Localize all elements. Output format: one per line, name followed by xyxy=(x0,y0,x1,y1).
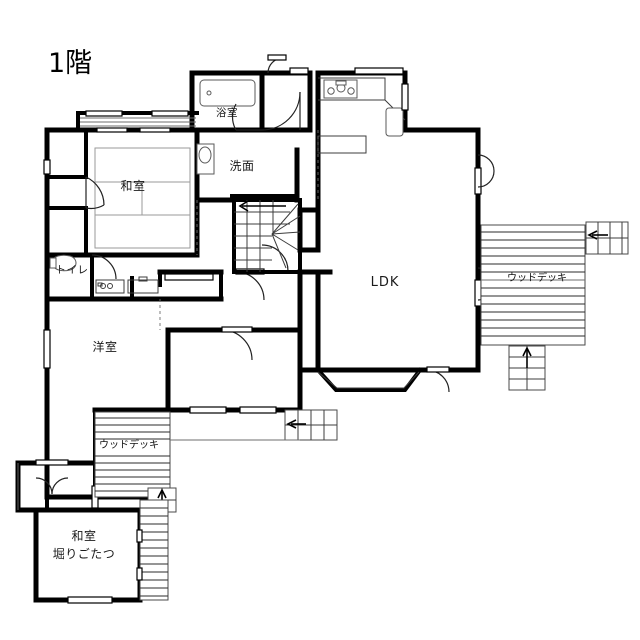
window-kitchen-east xyxy=(401,83,409,111)
door-yoshitsu-swing xyxy=(221,329,253,361)
room-label-washroom: 洗面 xyxy=(229,159,254,173)
door-sw-swing xyxy=(35,477,53,495)
steps-east-upper xyxy=(585,221,629,255)
washroom-cabinet xyxy=(95,279,125,294)
window-kotatsu-south xyxy=(67,596,113,604)
steps-east-lower xyxy=(508,345,546,391)
door-sw-swing2 xyxy=(51,477,69,495)
door-deck-e1-swing xyxy=(477,154,495,172)
room-label-kotatsu-1: 和室 xyxy=(71,528,96,543)
tatami-mats-washitsu xyxy=(94,147,191,249)
room-label-washitsu: 和室 xyxy=(120,178,145,193)
hall-counter-2 xyxy=(127,276,159,294)
window-east-2 xyxy=(474,279,482,307)
window-south-hall-1 xyxy=(189,406,227,414)
bay-window-inner xyxy=(317,371,420,389)
closet-hatch-north xyxy=(80,110,196,133)
window-south-hall-2 xyxy=(239,406,277,414)
kitchen-stove-fixture xyxy=(323,79,358,99)
room-label-toilet: トイレ xyxy=(56,264,89,276)
toilet-bowl-fixture xyxy=(49,254,77,272)
window-west-washitsu xyxy=(43,159,51,175)
yoshitsu-closet-rail xyxy=(164,273,214,281)
deck-east xyxy=(480,224,586,346)
window-pantry-top xyxy=(289,67,309,75)
deck-south xyxy=(94,411,171,498)
room-label-deck-south: ウッドデッキ xyxy=(99,438,159,451)
steps-south-entry xyxy=(284,409,338,441)
kitchen-counter xyxy=(318,77,406,137)
window-east-1 xyxy=(474,167,482,195)
door-ldk-south-swing xyxy=(426,369,450,393)
door-deck-e1-swing2 xyxy=(477,170,495,188)
kotatsu-east-hatch xyxy=(136,499,169,601)
room-label-kotatsu-2: 堀りごたつ xyxy=(53,546,116,561)
wash-basin-fixture xyxy=(196,143,215,175)
door-toilet-swing xyxy=(91,254,117,280)
window-west-yoshitsu xyxy=(43,329,51,369)
door-pantry-swing xyxy=(261,91,301,131)
projection-lines xyxy=(17,130,585,510)
door-bath-swing xyxy=(231,103,237,131)
room-label-deck-east: ウッドデッキ xyxy=(507,271,567,284)
windows xyxy=(43,67,482,604)
page-title: 1階 xyxy=(48,48,92,79)
door-pantry-top-leaf xyxy=(267,54,287,61)
window-kitchen-top xyxy=(354,67,404,75)
bathtub-fixture xyxy=(199,79,256,107)
hall-counter xyxy=(317,135,367,154)
room-label-bathroom: 浴室 xyxy=(216,106,238,119)
door-ldk-south-leaf xyxy=(426,366,450,373)
door-washitsu-swing2 xyxy=(85,204,105,210)
structural-walls xyxy=(15,70,481,603)
door-sw-leaf xyxy=(35,459,69,466)
door-washitsu-swing xyxy=(85,176,105,206)
door-yoshitsu-leaf xyxy=(221,326,253,333)
main-staircase xyxy=(232,198,302,274)
door-hall-swing xyxy=(261,244,289,272)
bay-window-ldk-south xyxy=(315,367,423,392)
room-label-yoshitsu: 洋室 xyxy=(92,339,117,354)
door-entry-swing xyxy=(235,271,265,301)
room-label-ldk: LDK xyxy=(371,275,400,290)
